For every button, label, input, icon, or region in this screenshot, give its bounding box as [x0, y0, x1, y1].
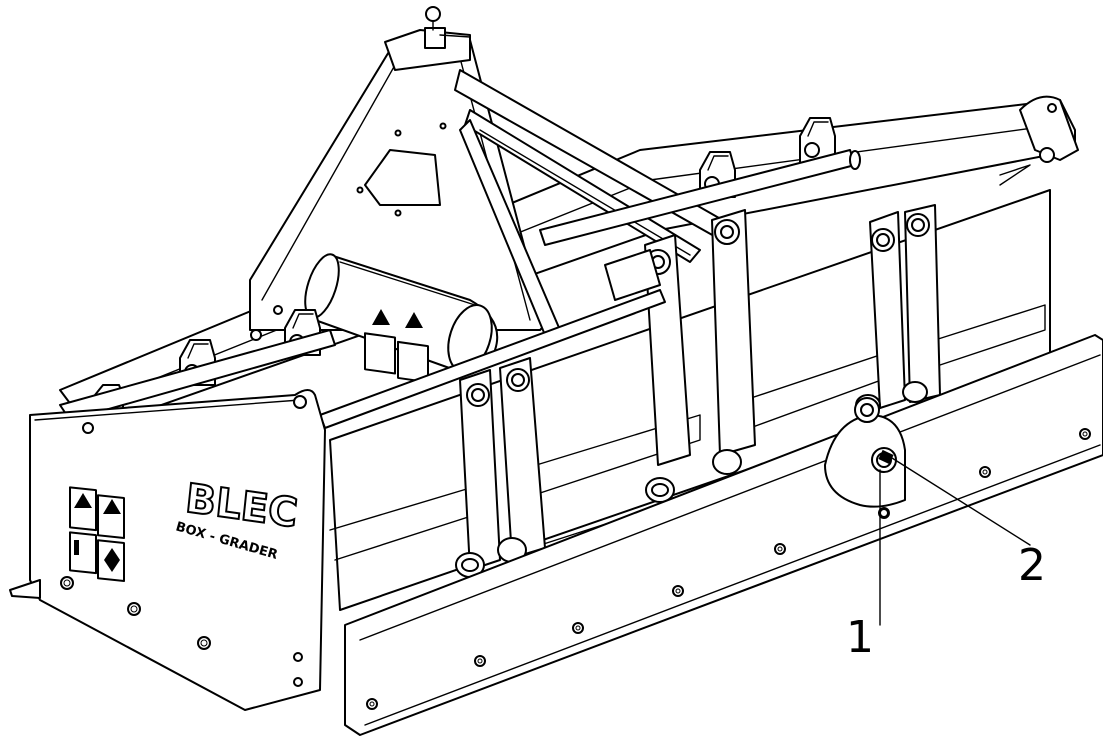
pto-warning-icon: [69, 486, 125, 540]
adjustment-plate: [824, 397, 906, 518]
left-side-plate: BLEC BOX - GRADER: [9, 389, 326, 711]
manual-icon: [69, 531, 125, 583]
locking-pin-icon: [878, 449, 894, 465]
gearbox: [304, 253, 499, 384]
callout-2-label: 2: [1018, 540, 1046, 591]
callout-1-label: 1: [846, 612, 874, 663]
warning-decal-icon: [364, 309, 429, 384]
vertical-arms: [319, 204, 941, 578]
roller-bars: [59, 149, 861, 421]
callout-leaders: [879, 457, 1031, 626]
